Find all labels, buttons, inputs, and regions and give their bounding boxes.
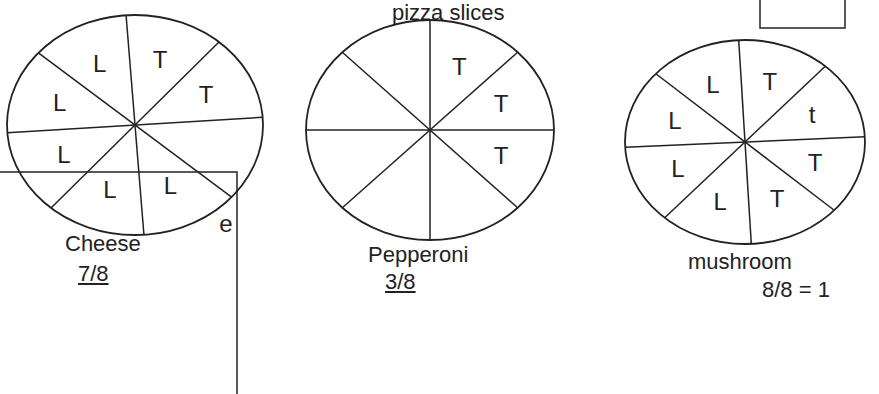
pizza-outline bbox=[5, 10, 267, 300]
slice-letter: T bbox=[762, 69, 777, 95]
pizza-circle: Cheese 7/8 bbox=[5, 10, 267, 300]
slice-letter: t bbox=[809, 102, 816, 128]
slice-letter: T bbox=[153, 47, 168, 73]
slice-letter: L bbox=[103, 176, 116, 202]
slice-line bbox=[342, 52, 517, 208]
pizza-circle: mushroom 8/8 = 1 bbox=[622, 35, 872, 315]
pizza-rim bbox=[7, 15, 263, 235]
slice-letter: L bbox=[713, 188, 726, 214]
note-fragment: e bbox=[219, 211, 232, 237]
slice-letter: T bbox=[770, 186, 785, 212]
slice-letter: L bbox=[671, 156, 684, 182]
slice-letter: L bbox=[164, 173, 177, 199]
pizza-circle: Pepperoni 3/8 bbox=[305, 15, 557, 300]
pizza-name: Pepperoni bbox=[368, 243, 468, 267]
slice-letter: L bbox=[53, 90, 66, 116]
slice-letter: T bbox=[494, 91, 509, 117]
fraction-label: 3/8 bbox=[385, 270, 416, 294]
slice-letter: T bbox=[199, 81, 214, 107]
slice-letter: L bbox=[668, 108, 681, 134]
slice-line bbox=[51, 42, 219, 208]
overlay-box bbox=[0, 172, 237, 394]
corner-box bbox=[760, 0, 845, 28]
slice-letter: T bbox=[452, 54, 467, 80]
slice-letter: L bbox=[93, 51, 106, 77]
slice-letter: L bbox=[706, 72, 719, 98]
pizza-name: Cheese bbox=[65, 232, 141, 256]
fraction-label: 8/8 = 1 bbox=[762, 278, 830, 302]
pizza-rim bbox=[625, 40, 865, 244]
slice-letter: L bbox=[57, 142, 70, 168]
slice-line bbox=[665, 66, 826, 218]
slice-letter: T bbox=[494, 143, 509, 169]
fraction-label: 7/8 bbox=[78, 262, 109, 286]
slice-letter: T bbox=[808, 150, 823, 176]
pizza-name: mushroom bbox=[688, 250, 792, 274]
pizza-rim bbox=[306, 20, 554, 240]
